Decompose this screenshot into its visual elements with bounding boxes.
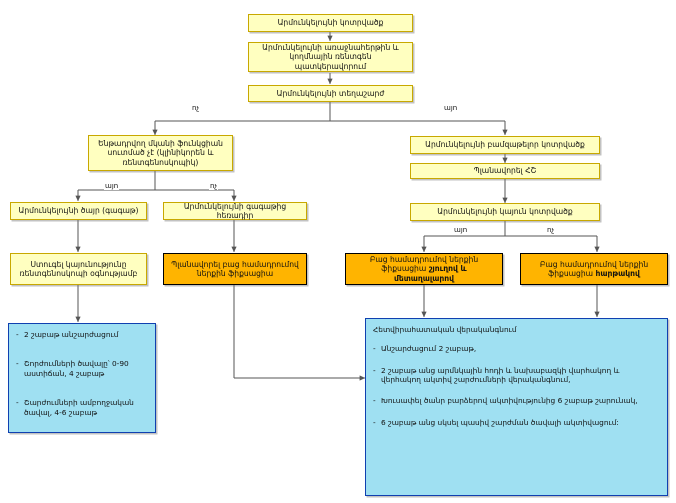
node-muscle-function: Ենթադրվող մկանի ֆունկցիան սուտմած չէ (կլ… — [88, 135, 233, 171]
node-text: Արմունկելույնի բամզաթելոր կոտրվածք — [425, 140, 585, 150]
bullet-dash: - — [373, 365, 376, 375]
node-text: Ենթադրվող մկանի ֆունկցիան սուտմած չէ (կլ… — [98, 139, 223, 167]
edge-label-no-2: ոչ — [209, 182, 219, 190]
node-plan-orif: Պլանավորել բաց համադրումով ներքին ֆիքսաց… — [163, 253, 307, 285]
node-imaging: Արմունկելույնի առաջնահերթին և կողմնային … — [248, 42, 413, 72]
node-check-stability: Ստուգել կայունությունը ռենտգենոսկոպի օգն… — [10, 253, 147, 285]
bullet-dash: - — [16, 330, 19, 339]
bullet-dash: - — [16, 359, 19, 369]
node-text: Պլանավորել բաց համադրումով ներքին ֆիքսաց… — [171, 259, 299, 278]
node-text: Բաց համադրումով ներքին ֆիքսացիա շյուղով … — [369, 255, 479, 283]
node-text: Արմունկելույնի առաջնահերթին և կողմնային … — [262, 43, 399, 71]
list-item: - Շարժումների ամբողջական ծավալ, 4-6 շաբա… — [16, 398, 134, 417]
edge-label-no-1: ոչ — [191, 104, 201, 112]
node-text: Արմունկելույնի կայուն կոտրվածք — [437, 207, 573, 217]
bullet-dash: - — [373, 417, 376, 427]
node-displacement-decision: Արմունկելույնի տեղաշարժ — [248, 85, 413, 102]
bullet-dash: - — [16, 398, 19, 408]
list-item: - 2 շաբաթ անց արմնկային հոդի և նախաբազկի… — [373, 365, 620, 384]
node-text: Ստուգել կայունությունը ռենտգենոսկոպի օգն… — [19, 259, 138, 278]
list-item: - Շորժումների ծավալը՝ 0-90 աստիճան, 4 շա… — [16, 359, 129, 378]
node-plan-ct: Պլանավորել ՀՇ — [410, 163, 600, 179]
outcome-conservative: - 2 շաբաթ անշարժացում - Շորժումների ծավա… — [8, 323, 156, 433]
list-item: - Անշարժացում 2 շաբաթ, — [373, 344, 477, 354]
edge-label-no-3: ոչ — [546, 226, 556, 234]
node-text: Արմունկելույնի կոտրվածք — [277, 18, 384, 28]
node-olecranon-tip: Արմունկելույնի ծայր (գագաթ) — [10, 202, 147, 220]
edge-label-yes-1: այո — [443, 104, 459, 112]
edge-label-yes-2: այո — [104, 182, 120, 190]
list-item: - 6 շաբաթ անց սկսել պասիվ շարժման ծավալի… — [373, 417, 619, 427]
node-text: Բաց համադրումով ներքին ֆիքսացիա հարթակով — [539, 259, 649, 278]
bullet-dash: - — [373, 344, 376, 354]
node-orif-plate: Բաց համադրումով ներքին ֆիքսացիա հարթակով — [520, 253, 668, 285]
bullet-dash: - — [373, 396, 376, 406]
edge-label-yes-3: այո — [453, 226, 469, 234]
node-orif-kwire-tensionband: Բաց համադրումով ներքին ֆիքսացիա շյուղով … — [345, 253, 503, 285]
node-distal-to-tip: Արմունկելույնի գագաթից հեռադիր — [163, 202, 307, 220]
node-text: Արմունկելույնի ծայր (գագաթ) — [18, 206, 139, 216]
list-item: - Խուսափել ծանր բարձերով ակտիվությունից … — [373, 396, 638, 406]
node-stable-fracture: Արմունկելույնի կայուն կոտրվածք — [410, 203, 600, 221]
node-multifragment-fracture: Արմունկելույնի բամզաթելոր կոտրվածք — [410, 136, 600, 154]
node-text: Արմունկելույնի տեղաշարժ — [276, 88, 385, 98]
node-fracture-title: Արմունկելույնի կոտրվածք — [248, 14, 413, 32]
node-text: Արմունկելույնի գագաթից հեռադիր — [183, 201, 287, 220]
outcome-header: Հետվիրահատական վերականգնում — [373, 325, 517, 334]
outcome-postoperative-rehab: Հետվիրահատական վերականգնում - Անշարժացու… — [365, 318, 668, 496]
list-item: - 2 շաբաթ անշարժացում — [16, 330, 119, 339]
node-text: Պլանավորել ՀՇ — [473, 166, 537, 176]
